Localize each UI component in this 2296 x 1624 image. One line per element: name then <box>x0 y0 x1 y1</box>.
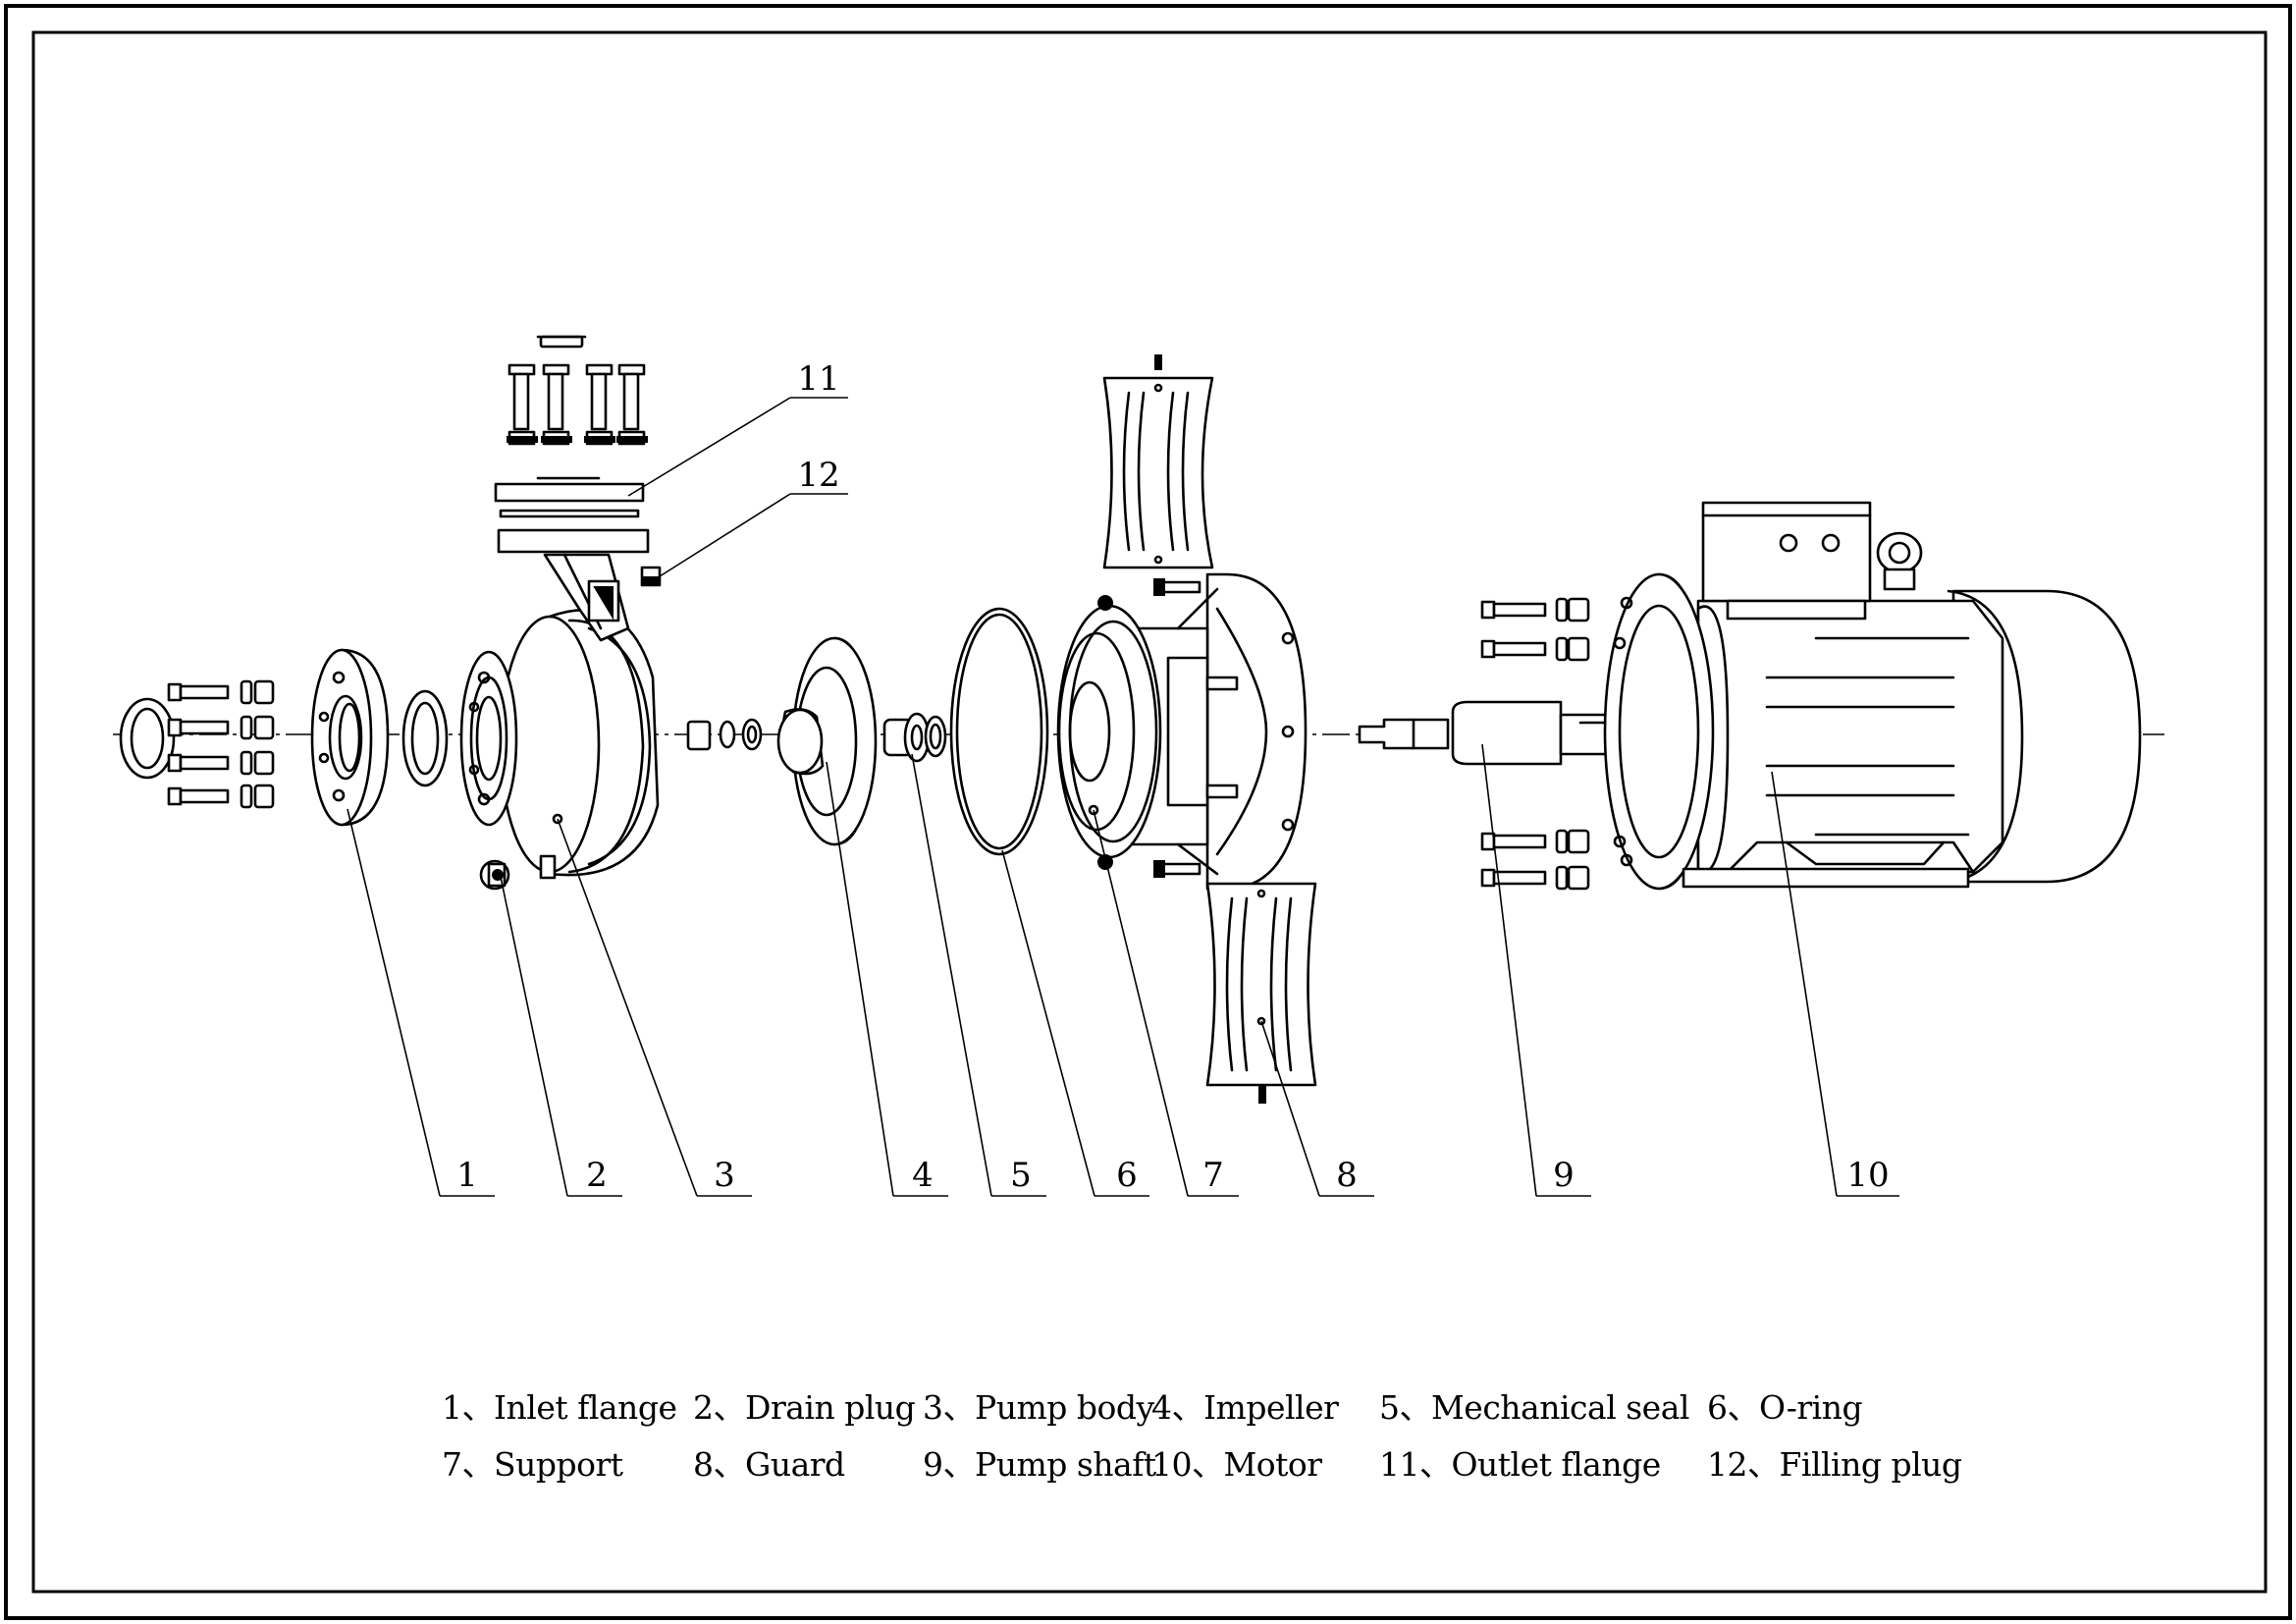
legend-item-outlet-flange: 11、Outlet flange <box>1379 1445 1661 1484</box>
callout-6: 6 <box>1116 1156 1138 1195</box>
legend-item-drain-plug: 2、Drain plug <box>693 1388 916 1427</box>
legend-item-filling-plug: 12、Filling plug <box>1707 1445 1962 1484</box>
impeller <box>776 636 878 846</box>
outlet-flange <box>494 476 650 554</box>
filling-plug <box>640 566 662 587</box>
inlet-o-ring <box>401 689 449 787</box>
inlet-flange <box>310 648 390 827</box>
callout-4: 4 <box>912 1156 934 1195</box>
motor <box>1603 501 2142 891</box>
callout-labels: 1 2 3 4 5 6 7 8 9 10 11 12 <box>456 359 1889 1195</box>
inlet-gasket <box>119 697 176 780</box>
legend-item-pump-body: 3、Pump body <box>923 1388 1154 1427</box>
motor-bolts <box>1480 597 1590 891</box>
legend-item-mechanical-seal: 5、Mechanical seal <box>1379 1388 1689 1427</box>
o-ring <box>949 607 1049 856</box>
callout-7: 7 <box>1202 1156 1224 1195</box>
inlet-bolts <box>167 679 275 809</box>
legend-row: 1、Inlet flange 2、Drain plug 3、Pump body … <box>442 1377 2012 1434</box>
leader-lines <box>347 397 1899 1197</box>
callout-9: 9 <box>1553 1156 1575 1195</box>
callout-2: 2 <box>586 1156 608 1195</box>
parts-legend: 1、Inlet flange 2、Drain plug 3、Pump body … <box>442 1377 2012 1490</box>
legend-item-guard: 8、Guard <box>693 1445 845 1484</box>
guard-lower <box>1205 882 1317 1104</box>
callout-5: 5 <box>1010 1156 1032 1195</box>
legend-item-o-ring: 6、O-ring <box>1707 1388 1863 1427</box>
inner-border <box>31 30 2268 1594</box>
callout-12: 12 <box>797 456 839 495</box>
callout-3: 3 <box>714 1156 735 1195</box>
mechanical-seal <box>882 712 947 763</box>
legend-item-motor: 10、Motor <box>1151 1445 1322 1484</box>
pump-body <box>459 553 660 880</box>
callout-11: 11 <box>797 359 839 399</box>
legend-item-impeller: 4、Impeller <box>1151 1388 1339 1427</box>
outlet-bolts <box>507 363 648 446</box>
outlet-flange-group <box>494 335 662 587</box>
drain-plug <box>479 859 510 891</box>
inlet-flange-group <box>119 648 449 827</box>
support <box>1056 572 1308 891</box>
legend-item-inlet-flange: 1、Inlet flange <box>442 1388 677 1427</box>
legend-row: 7、Support 8、Guard 9、Pump shaft 10、Motor … <box>442 1434 2012 1490</box>
callout-1: 1 <box>456 1156 478 1195</box>
callout-8: 8 <box>1336 1156 1358 1195</box>
outer-border <box>4 4 2292 1620</box>
guard-upper <box>1102 354 1214 569</box>
callout-10: 10 <box>1846 1156 1889 1195</box>
legend-item-pump-shaft: 9、Pump shaft <box>923 1445 1156 1484</box>
body-seal-rings <box>686 718 763 751</box>
legend-item-support: 7、Support <box>442 1445 623 1484</box>
